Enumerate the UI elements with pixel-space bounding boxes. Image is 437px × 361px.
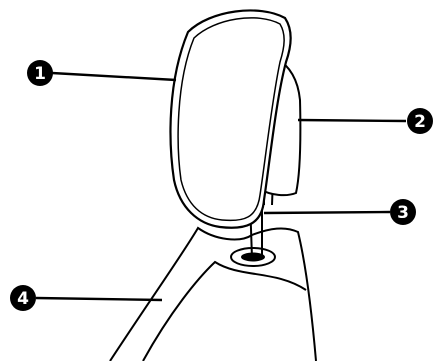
callout-3-number: 3 bbox=[397, 203, 409, 223]
callout-1-number: 1 bbox=[34, 64, 46, 84]
leader-line-4 bbox=[36, 298, 162, 300]
guide-sleeve bbox=[231, 248, 275, 266]
callout-3: 3 bbox=[264, 199, 416, 225]
callout-1: 1 bbox=[27, 60, 176, 86]
callout-4: 4 bbox=[10, 285, 162, 311]
leader-line-2 bbox=[298, 120, 406, 121]
leader-line-1 bbox=[52, 73, 176, 80]
seatback bbox=[110, 228, 316, 361]
seatback-outline bbox=[110, 228, 316, 361]
leader-line-3 bbox=[264, 212, 390, 213]
callout-2-number: 2 bbox=[414, 112, 426, 132]
callout-2: 2 bbox=[298, 108, 433, 134]
callout-4-number: 4 bbox=[17, 289, 29, 309]
